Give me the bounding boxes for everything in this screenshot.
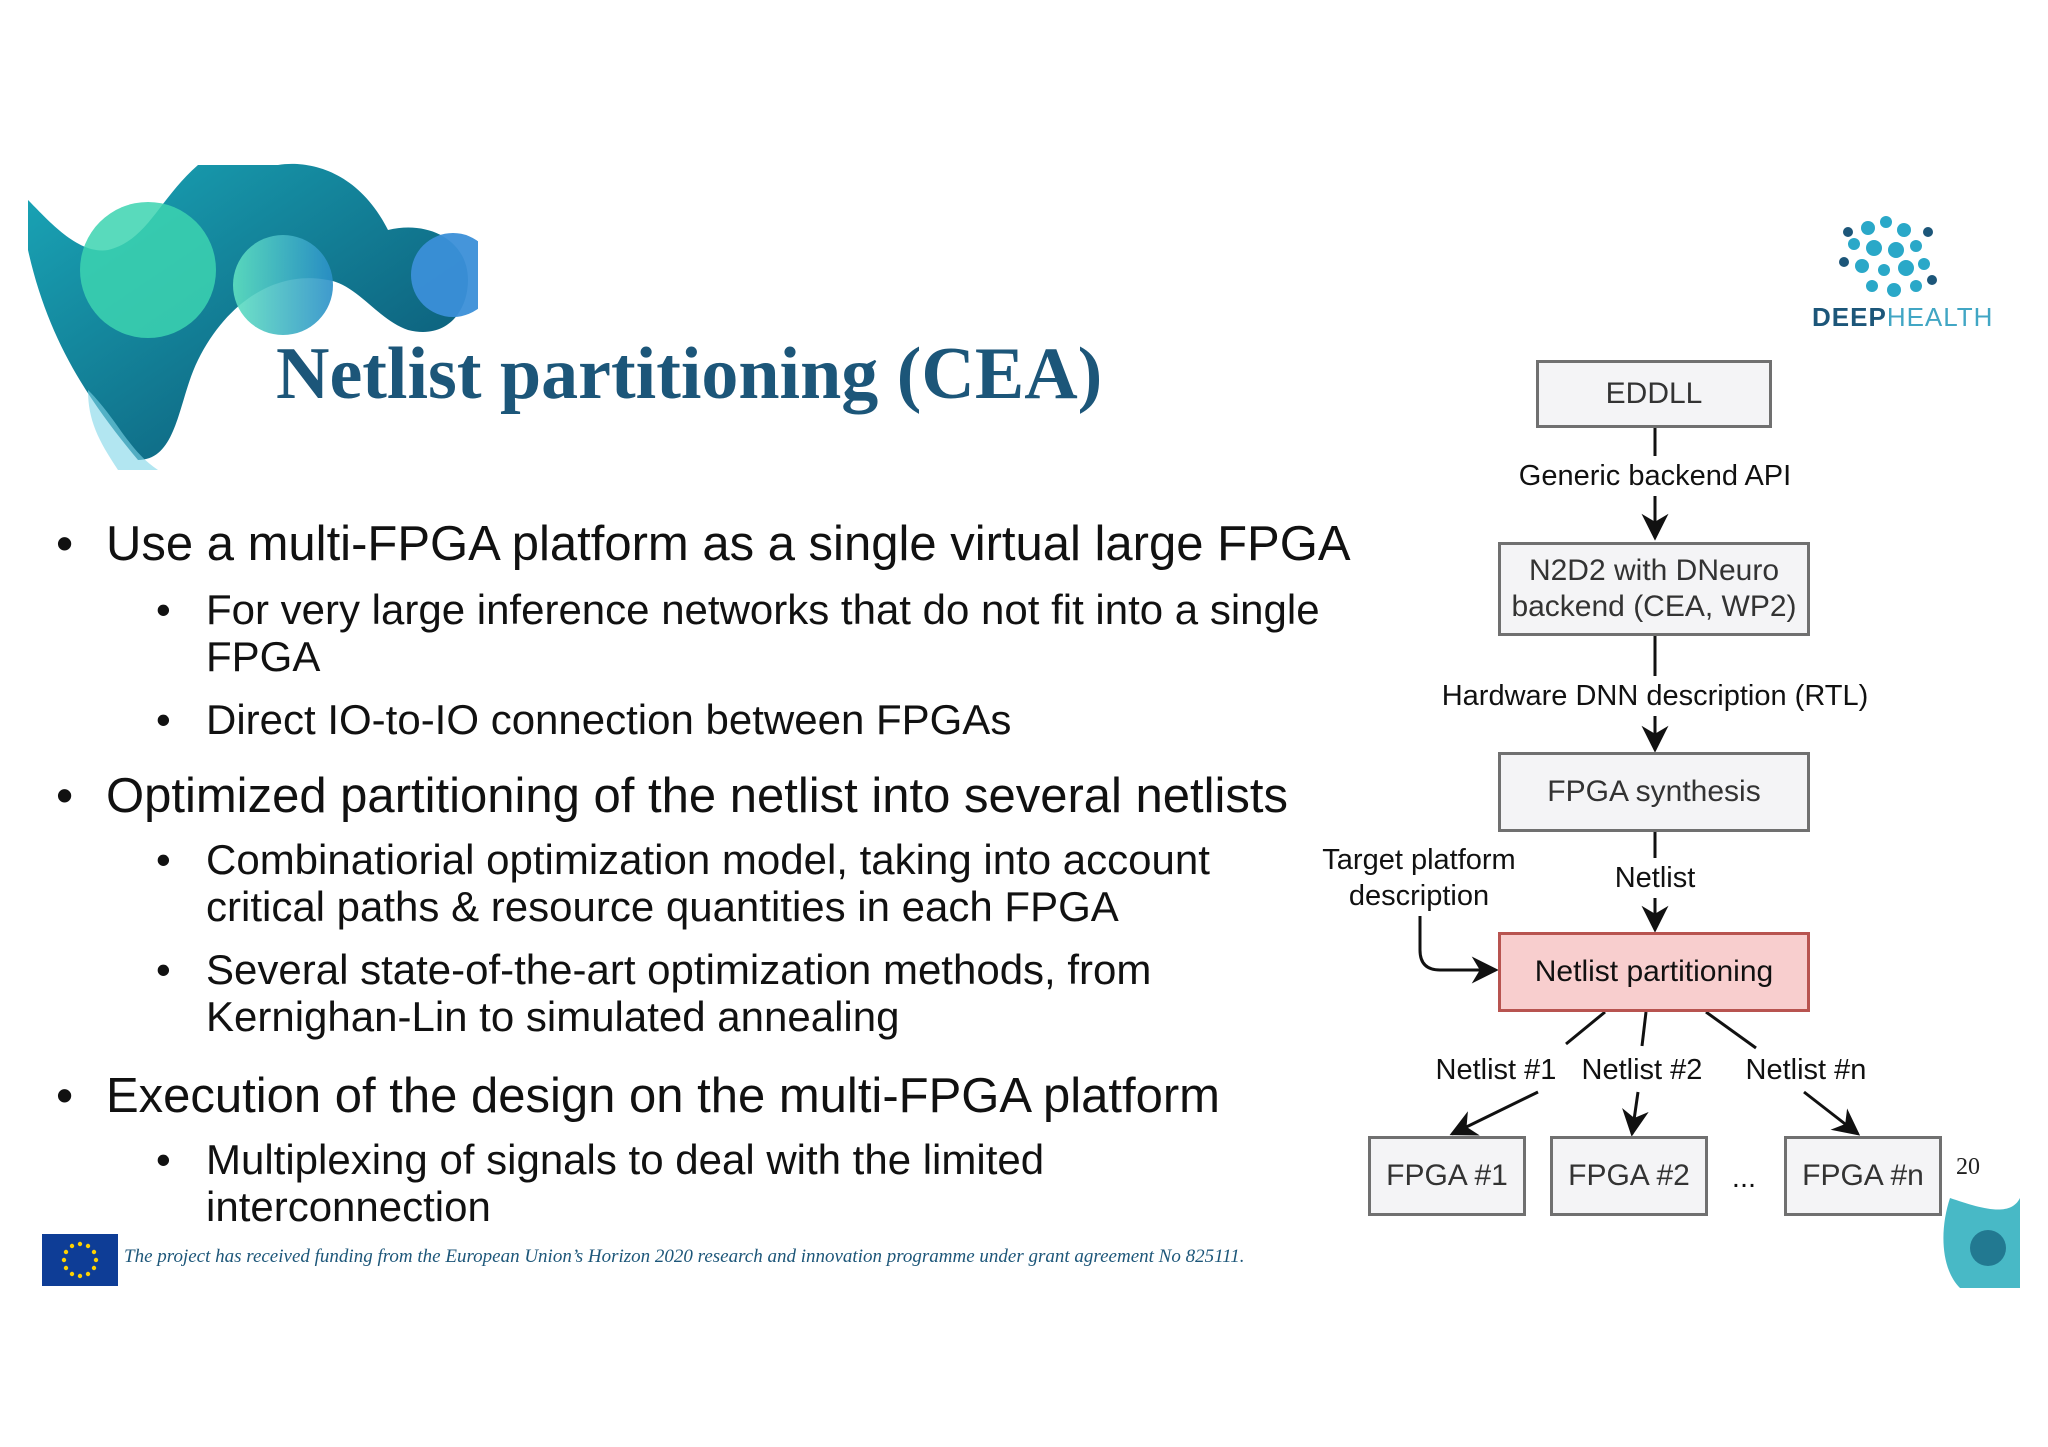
box-n2d2: N2D2 with DNeuro backend (CEA, WP2) [1498,542,1810,636]
sub-bullet-1-2: Direct IO-to-IO connection between FPGAs [156,696,1011,743]
label-target-platform-line-2: description [1348,880,1490,912]
sub-bullet-1-1: For very large inference networks that d… [156,586,1320,680]
sub-bullet-3-1-line-1: Multiplexing of signals to deal with the… [206,1136,1045,1183]
brand-first: DEEP [1812,302,1887,332]
header-logo-icon [28,163,478,470]
label-netlist-1: Netlist #1 [1435,1054,1557,1086]
sub-bullet-2-2-line-1: Several state-of-the-art optimization me… [206,946,1152,993]
bullet-3: Execution of the design on the multi-FPG… [56,1068,1220,1124]
sub-bullet-1-1-line-1: For very large inference networks that d… [206,586,1320,633]
label-generic-backend-api: Generic backend API [1518,460,1792,492]
connector-netlistn [1705,1010,1757,1050]
sub-bullet-2-2-line-2: Kernighan-Lin to simulated annealing [206,993,900,1040]
box-fpga-1: FPGA #1 [1368,1136,1526,1216]
arrow-target-to-partitioning [1418,916,1499,984]
sub-bullet-1-1-line-2: FPGA [206,633,321,680]
sub-bullet-3-1-line-2: interconnection [206,1183,491,1230]
sub-bullet-2-1-line-1: Combinatiorial optimization model, takin… [206,836,1210,883]
connector-netlist2 [1640,1011,1648,1047]
label-hardware-dnn: Hardware DNN description (RTL) [1441,680,1869,712]
box-n2d2-line-1: N2D2 with DNeuro [1528,554,1780,587]
sub-bullet-2-2: Several state-of-the-art optimization me… [156,946,1152,1040]
brand-wordmark: DEEPHEALTH [1812,302,1993,333]
label-netlist: Netlist [1614,862,1696,894]
deephealth-logo-icon [1839,216,1937,297]
funding-note: The project has received funding from th… [124,1246,1245,1267]
sub-bullet-2-1-line-2: critical paths & resource quantities in … [206,883,1119,930]
arrow-to-fpga2 [1622,1091,1649,1137]
arrow-to-fpga1 [1449,1090,1539,1136]
sub-bullet-3-1: Multiplexing of signals to deal with the… [156,1136,1045,1230]
box-fpga-n: FPGA #n [1784,1136,1942,1216]
corner-decoration-icon [1943,1198,2020,1288]
page-number: 20 [1956,1154,1980,1180]
label-netlist-n: Netlist #n [1745,1054,1867,1086]
box-n2d2-line-2: backend (CEA, WP2) [1511,590,1797,623]
slide-title: Netlist partitioning (CEA) [276,333,1103,415]
bullet-2: Optimized partitioning of the netlist in… [56,768,1288,824]
brand-second: HEALTH [1886,302,1994,332]
label-target-platform-line-1: Target platform [1322,844,1516,876]
eu-flag-icon [42,1234,118,1286]
connector-netlist1 [1565,1010,1606,1046]
label-ellipsis: ... [1731,1162,1757,1194]
box-eddll: EDDLL [1536,360,1772,428]
box-fpga-synthesis: FPGA synthesis [1498,752,1810,832]
label-netlist-2: Netlist #2 [1581,1054,1703,1086]
box-fpga-2: FPGA #2 [1550,1136,1708,1216]
arrow-to-fpgan [1803,1090,1861,1136]
bullet-1: Use a multi-FPGA platform as a single vi… [56,516,1350,572]
label-target-platform: Target platform description [1310,842,1528,914]
box-netlist-partitioning: Netlist partitioning [1498,932,1810,1012]
sub-bullet-2-1: Combinatiorial optimization model, takin… [156,836,1210,930]
